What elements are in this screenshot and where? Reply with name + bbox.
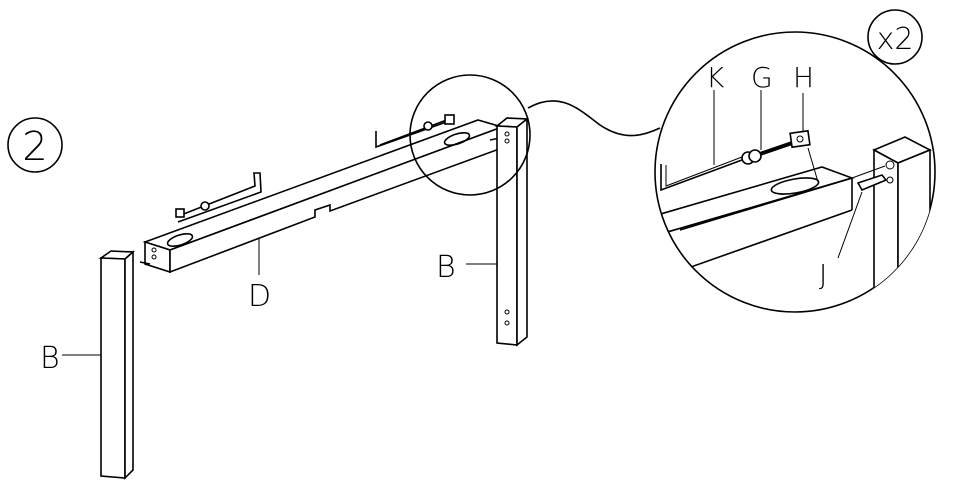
- hardware-right: [375, 114, 455, 149]
- detail-connector: [527, 100, 661, 137]
- hardware-left: [175, 172, 262, 223]
- label-leg-left: B: [40, 341, 60, 376]
- label-bracket: H: [793, 61, 814, 94]
- detail-magnifier: K G H J: [654, 31, 936, 313]
- label-beam: D: [248, 279, 271, 314]
- quantity-text: x2: [877, 22, 914, 57]
- quantity-badge: x2: [867, 9, 923, 65]
- step-number-badge: 2: [7, 117, 63, 173]
- step-number: 2: [22, 124, 47, 170]
- detail-source-circle: [409, 74, 531, 196]
- label-key: K: [706, 61, 725, 94]
- leg-right: B: [436, 117, 530, 347]
- leg-left: B: [40, 250, 136, 480]
- label-dowel: J: [819, 258, 827, 291]
- label-bolt: G: [751, 61, 773, 94]
- label-leg-right: B: [436, 250, 456, 285]
